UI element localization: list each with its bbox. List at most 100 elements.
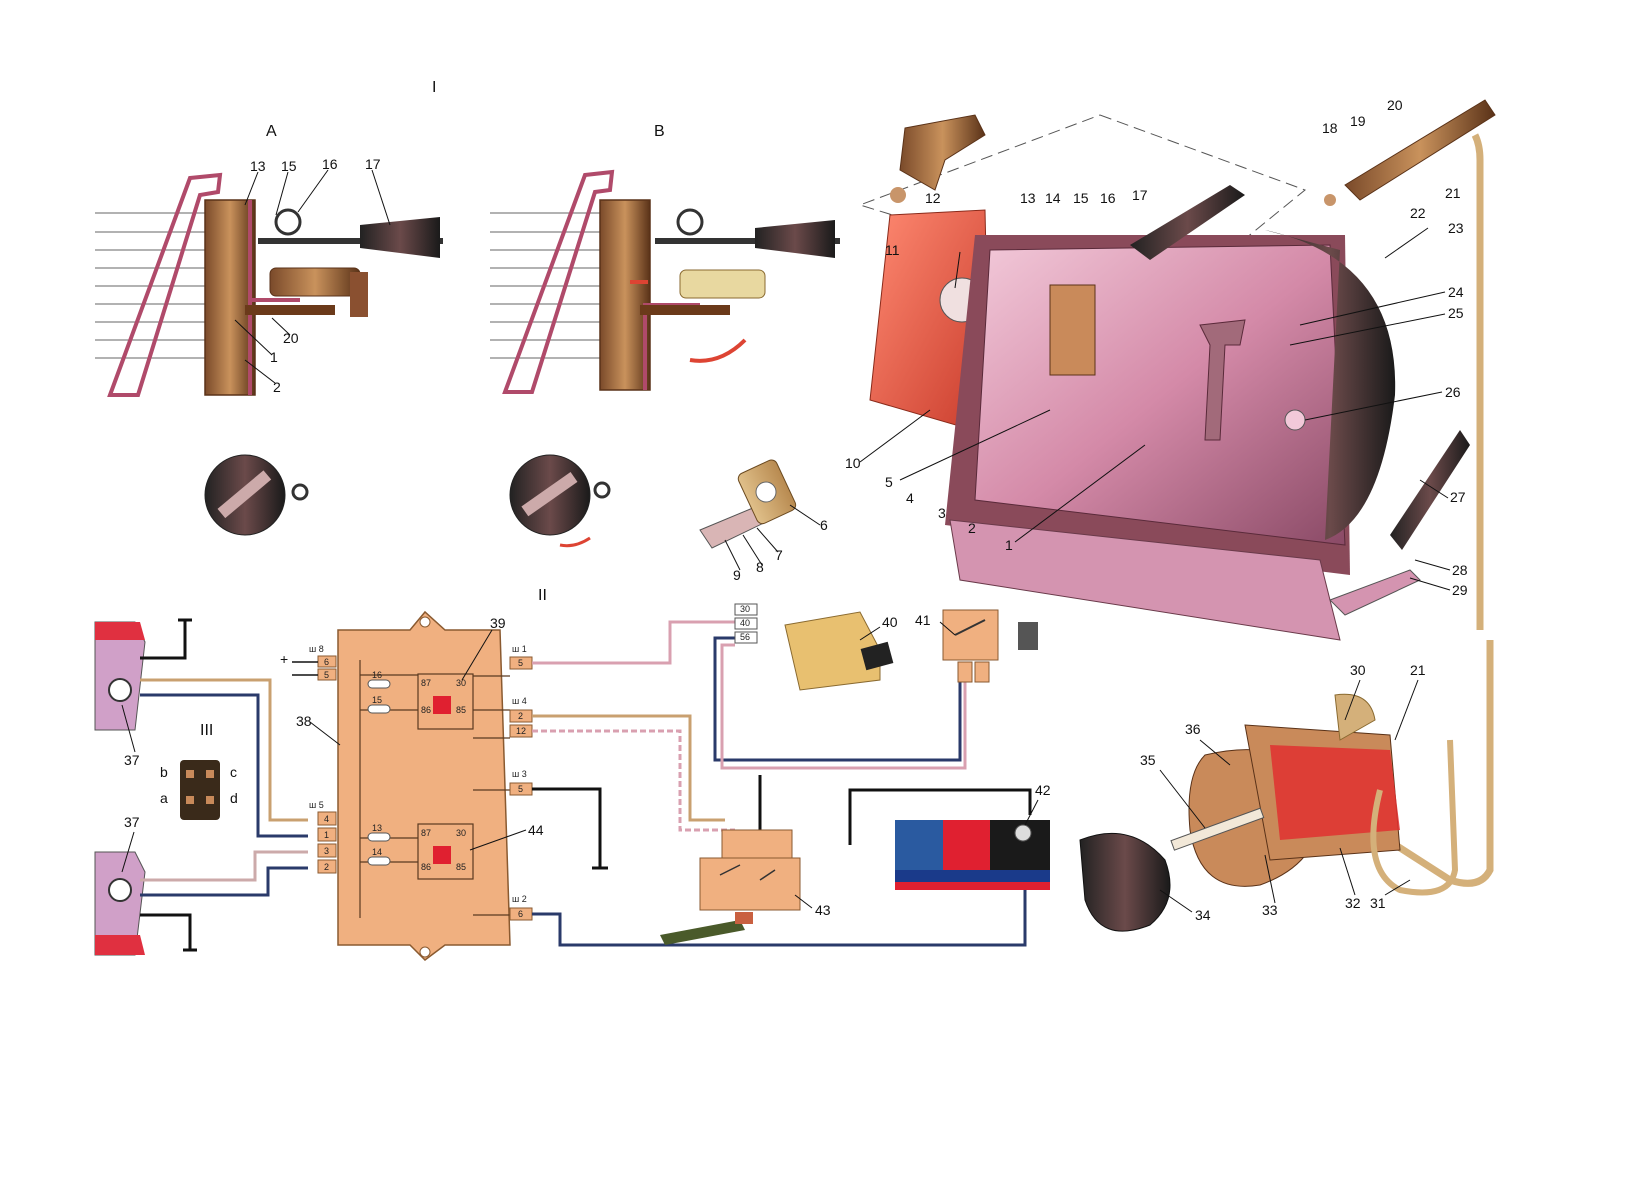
wiper-knob-b bbox=[509, 454, 611, 548]
pin-b: b bbox=[160, 764, 168, 780]
callout-27: 27 bbox=[1450, 489, 1466, 505]
pin-c: c bbox=[230, 764, 237, 780]
port-sh3-5: 5 bbox=[518, 784, 523, 794]
headlamp-left-bottom bbox=[94, 851, 197, 956]
callout-44: 44 bbox=[528, 822, 544, 838]
headlamp-callouts: 12 11 13 14 15 16 17 18 19 20 21 22 23 2… bbox=[845, 97, 1468, 598]
port-sh1-5: 5 bbox=[518, 658, 523, 668]
switch-pin-56: 56 bbox=[740, 632, 750, 642]
callout-31: 31 bbox=[1370, 895, 1386, 911]
callout-37-top: 37 bbox=[124, 752, 140, 768]
callout-41: 41 bbox=[915, 612, 931, 628]
callout-38: 38 bbox=[296, 713, 312, 729]
fuse-15: 15 bbox=[372, 695, 382, 705]
instrument-cluster-42 bbox=[895, 820, 1050, 890]
port-sh8: ш 8 bbox=[309, 644, 324, 654]
callout-29: 29 bbox=[1452, 582, 1468, 598]
relay44-86: 86 bbox=[421, 862, 431, 872]
port-sh2: ш 2 bbox=[512, 894, 527, 904]
port-sh8-5: 5 bbox=[324, 670, 329, 680]
wiring-callouts-left: 37 37 bbox=[121, 704, 140, 873]
callout-16: 16 bbox=[322, 156, 338, 172]
callout-33: 33 bbox=[1262, 902, 1278, 918]
port-sh5-1: 1 bbox=[324, 830, 329, 840]
relay39-86: 86 bbox=[421, 705, 431, 715]
pin-d: d bbox=[230, 790, 238, 806]
view-a-callouts: 13 15 16 17 20 1 2 bbox=[234, 156, 391, 395]
section-label-II: II bbox=[538, 587, 547, 604]
callout-7: 7 bbox=[775, 547, 783, 563]
motor-cap-34 bbox=[1079, 832, 1171, 932]
section-label-I: I bbox=[432, 79, 436, 96]
callout-30: 30 bbox=[1350, 662, 1366, 678]
section-label-B: B bbox=[654, 123, 665, 140]
callout-21m: 21 bbox=[1410, 662, 1426, 678]
callout-14h: 14 bbox=[1045, 190, 1061, 206]
callout-18: 18 bbox=[1322, 120, 1338, 136]
washer-switch-41 bbox=[942, 609, 1038, 683]
wiring-callouts: 38 39 40 41 42 43 44 bbox=[296, 612, 1051, 918]
connector-iii: b c a d bbox=[160, 760, 238, 820]
switch-pin-30: 30 bbox=[740, 604, 750, 614]
port-sh2-6: 6 bbox=[518, 909, 523, 919]
wires-left bbox=[140, 678, 308, 897]
section-label-III: III bbox=[200, 722, 213, 739]
callout-40: 40 bbox=[882, 614, 898, 630]
callout-6: 6 bbox=[820, 517, 828, 533]
callout-23: 23 bbox=[1448, 220, 1464, 236]
callout-43: 43 bbox=[815, 902, 831, 918]
callout-17: 17 bbox=[365, 156, 381, 172]
callout-13h: 13 bbox=[1020, 190, 1036, 206]
relay44-87: 87 bbox=[421, 828, 431, 838]
callout-2h: 2 bbox=[968, 520, 976, 536]
callout-16h: 16 bbox=[1100, 190, 1116, 206]
callout-11: 11 bbox=[885, 242, 900, 258]
fuse-14: 14 bbox=[372, 847, 382, 857]
callout-34: 34 bbox=[1195, 907, 1211, 923]
wiper-motor bbox=[1170, 693, 1459, 896]
callout-8: 8 bbox=[756, 559, 764, 575]
pin-a: a bbox=[160, 790, 168, 806]
relay-43 bbox=[660, 829, 801, 945]
callout-9: 9 bbox=[733, 567, 741, 583]
view-a-cross-section bbox=[95, 172, 443, 397]
callout-17h: 17 bbox=[1132, 187, 1148, 203]
callout-24: 24 bbox=[1448, 284, 1464, 300]
port-sh5-2: 2 bbox=[324, 862, 329, 872]
callout-3: 3 bbox=[938, 505, 946, 521]
plus-sign: + bbox=[280, 651, 288, 667]
port-sh8-6: 6 bbox=[324, 657, 329, 667]
port-sh4: ш 4 bbox=[512, 696, 527, 706]
headlamp-assembly bbox=[858, 114, 1470, 641]
relay39-87: 87 bbox=[421, 678, 431, 688]
port-sh5-3: 3 bbox=[324, 846, 329, 856]
callout-15h: 15 bbox=[1073, 190, 1089, 206]
section-label-A: A bbox=[266, 123, 277, 140]
relay44-30: 30 bbox=[456, 828, 466, 838]
callout-35: 35 bbox=[1140, 752, 1156, 768]
halogen-bulb: 6 7 8 9 bbox=[699, 459, 828, 583]
fuse-16: 16 bbox=[372, 670, 382, 680]
callout-1h: 1 bbox=[1005, 537, 1013, 553]
callout-22: 22 bbox=[1410, 205, 1426, 221]
callout-20: 20 bbox=[283, 330, 299, 346]
port-sh5-4: 4 bbox=[324, 814, 329, 824]
callout-42: 42 bbox=[1035, 782, 1051, 798]
callout-39: 39 bbox=[490, 615, 506, 631]
relay39-85: 85 bbox=[456, 705, 466, 715]
view-b-cross-section bbox=[490, 169, 840, 394]
port-sh1: ш 1 bbox=[512, 644, 527, 654]
callout-36: 36 bbox=[1185, 721, 1201, 737]
callout-13: 13 bbox=[250, 158, 266, 174]
headlamp-switch-40: 30 40 56 bbox=[734, 603, 894, 691]
relay44-85: 85 bbox=[456, 862, 466, 872]
callout-2: 2 bbox=[273, 379, 281, 395]
port-sh4-2: 2 bbox=[518, 711, 523, 721]
wiper-knob-a bbox=[204, 454, 309, 536]
fuse-13: 13 bbox=[372, 823, 382, 833]
port-sh4-12: 12 bbox=[516, 726, 526, 736]
port-sh5: ш 5 bbox=[309, 800, 324, 810]
callout-4: 4 bbox=[906, 490, 914, 506]
callout-26: 26 bbox=[1445, 384, 1461, 400]
